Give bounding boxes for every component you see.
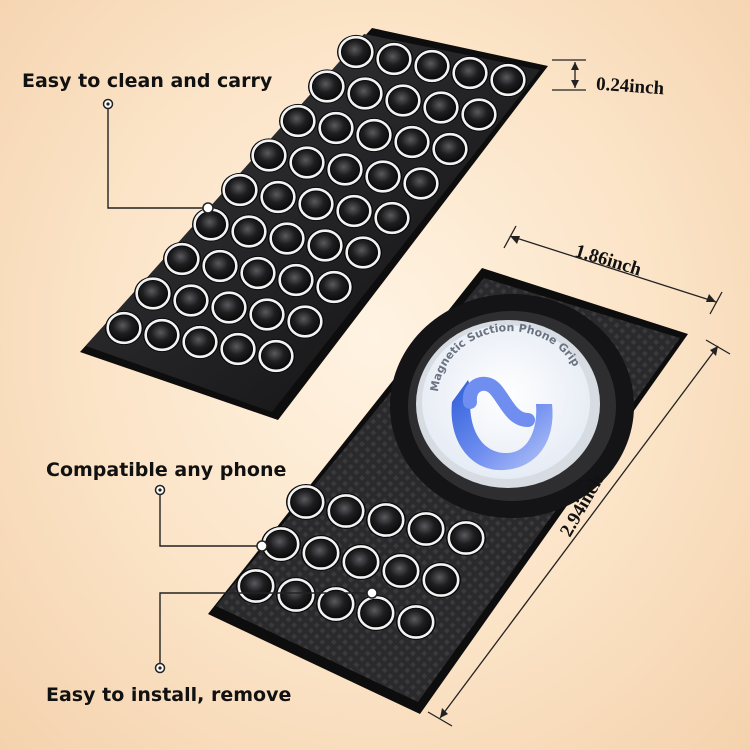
- suction-cup: [431, 131, 469, 167]
- suction-cup: [250, 138, 288, 173]
- suction-cup: [413, 48, 451, 84]
- suction-cup: [286, 304, 324, 339]
- suction-cup: [210, 290, 248, 325]
- suction-cup: [219, 331, 257, 367]
- dimension-thickness: 0.24inch: [595, 73, 665, 100]
- feature-label-clean-carry: Easy to clean and carry: [22, 70, 273, 92]
- suction-cup: [489, 62, 527, 98]
- suction-cup: [421, 562, 461, 598]
- suction-cup: [279, 103, 317, 139]
- suction-cup: [393, 124, 431, 160]
- suction-cup: [221, 172, 259, 208]
- suction-cup: [134, 276, 172, 311]
- suction-cup: [366, 502, 406, 538]
- suction-cup: [277, 262, 315, 298]
- suction-cup: [181, 324, 219, 360]
- suction-cup: [341, 544, 381, 580]
- suction-cup: [297, 186, 335, 222]
- suction-cup: [201, 248, 239, 284]
- suction-cup: [355, 117, 393, 153]
- dimension-arrows: [440, 62, 718, 718]
- suction-cup: [402, 166, 440, 201]
- suction-cup: [259, 179, 297, 215]
- suction-cup: [301, 535, 341, 571]
- dimension-lines: [427, 59, 731, 727]
- suction-cup: [143, 317, 181, 353]
- suction-cup: [308, 69, 346, 104]
- suction-cup: [230, 214, 268, 249]
- callout-dots: [102, 98, 378, 674]
- suction-cup: [344, 235, 382, 270]
- suction-cup: [446, 520, 486, 556]
- suction-cups-grid: [105, 34, 527, 374]
- suction-cup: [384, 83, 422, 118]
- suction-cup: [381, 553, 421, 589]
- suction-cup: [337, 34, 375, 70]
- feature-label-compatible: Compatible any phone: [46, 459, 287, 481]
- suction-cup: [335, 193, 373, 229]
- suction-cup: [422, 90, 460, 125]
- suction-cup: [317, 110, 355, 146]
- suction-cup: [172, 283, 210, 318]
- suction-cup: [236, 568, 276, 604]
- suction-cup: [257, 338, 295, 374]
- suction-cup: [276, 577, 316, 613]
- suction-cup: [315, 269, 353, 305]
- suction-cup: [268, 221, 306, 256]
- suction-cup: [396, 604, 436, 640]
- feature-label-install: Easy to install, remove: [46, 684, 292, 706]
- suction-cup: [375, 41, 413, 77]
- suction-cup: [346, 76, 384, 111]
- suction-cup: [288, 145, 326, 180]
- suction-cup: [451, 55, 489, 91]
- suction-cup: [105, 310, 143, 346]
- suction-cup: [163, 241, 201, 277]
- brand-logo-icon: [451, 380, 553, 471]
- suction-pad-left: [80, 28, 548, 420]
- suction-cup: [286, 484, 326, 520]
- suction-cup: [406, 511, 446, 547]
- suction-cup: [316, 586, 356, 622]
- suction-cup: [460, 97, 498, 132]
- suction-cup: [364, 159, 402, 194]
- suction-cup: [248, 297, 286, 332]
- suction-cup: [326, 493, 366, 529]
- magnetic-pad-right: Magnetic Suction Phone Grip: [208, 268, 688, 714]
- callout-lines: [107, 104, 372, 668]
- suction-cups-bottom-grid: [236, 484, 486, 640]
- suction-cup: [326, 152, 364, 187]
- suction-cup: [306, 228, 344, 263]
- suction-cup: [239, 255, 277, 291]
- suction-cup: [356, 595, 396, 631]
- suction-cup: [373, 200, 411, 236]
